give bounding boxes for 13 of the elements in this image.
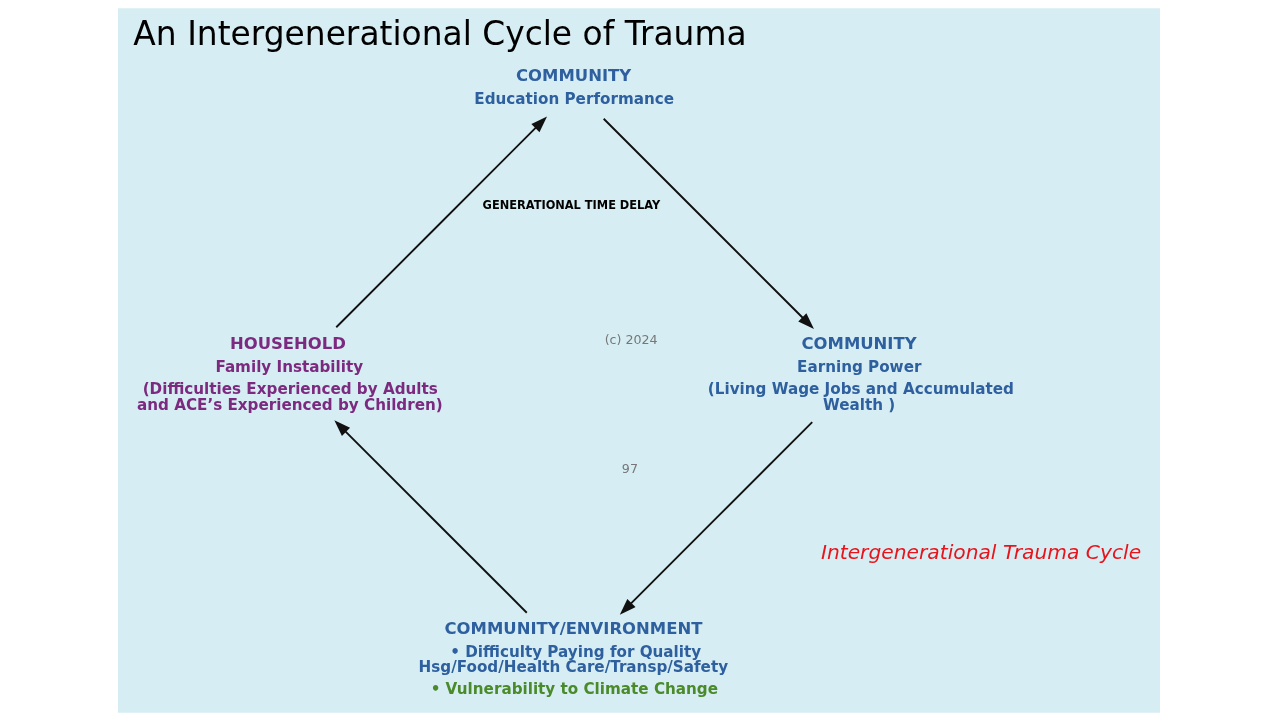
node-text: COMMUNITY Earning Power (Living Wage Jobs and Accumulated Wealth ): [707, 333, 1014, 414]
node-text: HOUSEHOLD Family Instability (Difficulties Experienced by Adults and ACE’s Experienced by Children): [136, 333, 443, 414]
label: Intergenerational Trauma Cycle: [820, 540, 1141, 565]
label: 97: [621, 460, 638, 476]
arrow: [602, 117, 814, 330]
arrow: [333, 420, 528, 614]
node-text: COMMUNITY Education Performance: [473, 65, 674, 108]
diagram-title: An Intergenerational Cycle of Trauma: [132, 13, 747, 53]
arrow: [334, 116, 547, 329]
edge-label: GENERATIONAL TIME DELAY: [482, 197, 660, 212]
arrow: [619, 421, 813, 615]
label: (c) 2024: [604, 331, 658, 347]
node-text: COMMUNITY/ENVIRONMENT • Difficulty Paying for Quality Hsg/Food/Health Care/Transp/Safety • Vulnerability to Climate Change: [418, 619, 728, 698]
